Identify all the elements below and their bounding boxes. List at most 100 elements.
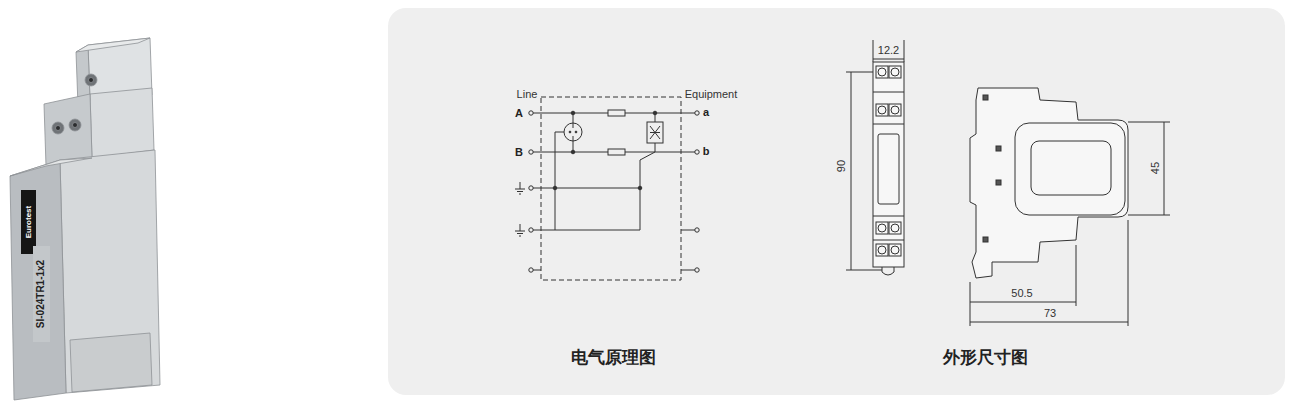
extension-line <box>970 282 971 326</box>
terminal-screw <box>878 224 886 232</box>
housing-edge <box>873 216 904 217</box>
terminal-square <box>889 222 901 234</box>
housing-edge <box>873 240 904 241</box>
terminal-screw <box>69 119 81 131</box>
window <box>878 134 899 204</box>
terminal-square <box>889 244 901 256</box>
pin-name: B <box>515 146 523 159</box>
dimension-value: 45 <box>1149 162 1162 174</box>
terminal-square <box>876 104 888 116</box>
dimension-value: 12.2 <box>878 44 899 57</box>
dimension-line <box>1164 122 1165 215</box>
terminal-square <box>876 222 888 234</box>
body-front <box>10 160 66 400</box>
wire <box>640 152 655 160</box>
side-label: Line <box>517 88 538 101</box>
panel <box>388 8 1285 395</box>
marker-square <box>996 180 1001 185</box>
side-view <box>970 88 1170 326</box>
marker-square <box>983 95 988 100</box>
terminal <box>695 150 699 154</box>
wire <box>533 230 640 231</box>
window <box>1031 141 1111 195</box>
terminal-square <box>876 244 888 256</box>
terminal <box>529 268 533 272</box>
dimension-value: 73 <box>1044 307 1056 320</box>
terminal-step-front <box>44 94 92 166</box>
housing-front <box>873 62 904 267</box>
dimension-line <box>970 322 1128 323</box>
brand-logo: Eurotest <box>24 206 33 238</box>
body-side <box>60 150 160 393</box>
terminal-screw <box>891 224 899 232</box>
model-number: SI-024TR1-1x2 <box>35 260 47 328</box>
front-cover <box>1015 123 1125 215</box>
pin-name: A <box>515 107 523 120</box>
terminal <box>529 186 533 190</box>
gdt-dot <box>569 131 571 133</box>
dimension-line <box>970 302 1076 303</box>
gdt-electrode <box>573 136 574 141</box>
terminal-screw <box>52 122 64 134</box>
terminal-step-side <box>90 88 154 158</box>
terminal-screw <box>891 106 899 114</box>
junction-dot <box>571 150 575 154</box>
dimension-line <box>873 59 904 60</box>
terminal <box>695 111 699 115</box>
tvs-diode-symbol <box>650 126 660 139</box>
ground-symbol <box>515 224 525 236</box>
terminal-square <box>889 66 901 78</box>
pin-name: b <box>703 145 710 158</box>
terminal-screw <box>891 68 899 76</box>
junction-dot <box>638 186 642 190</box>
gdt-dot <box>575 131 577 133</box>
front-view <box>846 40 904 275</box>
dimension-value: 90 <box>835 160 848 172</box>
wire <box>681 230 695 231</box>
wire <box>555 132 556 230</box>
terminal-screw <box>878 68 886 76</box>
terminal <box>529 111 533 115</box>
logo-plate <box>21 190 36 254</box>
gdt-electrode <box>573 123 574 128</box>
housing-profile <box>970 88 1128 278</box>
extension-line <box>1128 220 1129 326</box>
terminal-screw <box>85 74 97 86</box>
wire <box>533 188 640 189</box>
wire <box>640 160 641 230</box>
resistor-symbol <box>608 110 625 116</box>
body-top <box>10 158 92 176</box>
pin-name: a <box>703 106 709 119</box>
wire <box>555 132 564 133</box>
housing-edge <box>873 124 904 125</box>
release-hook <box>882 267 894 275</box>
label-sticker <box>33 246 50 342</box>
junction-dot <box>571 111 575 115</box>
marker-square <box>983 237 988 242</box>
terminal <box>529 150 533 154</box>
circuit-schematic <box>515 97 699 280</box>
dimension-value: 50.5 <box>1011 287 1032 300</box>
figure-caption: 电气原理图 <box>571 348 656 368</box>
side-label: Equipment <box>685 88 738 101</box>
terminal-screw <box>89 78 94 83</box>
top-module-top <box>76 38 150 52</box>
tvs-diode-symbol <box>650 132 660 133</box>
terminal-screw <box>73 123 78 128</box>
terminal-square <box>889 104 901 116</box>
marker-square <box>996 146 1001 151</box>
housing-edge <box>873 92 904 93</box>
figure-caption: 外形尺寸图 <box>943 348 1028 368</box>
extension-line <box>846 72 873 73</box>
terminal <box>695 228 699 232</box>
terminal-square <box>876 66 888 78</box>
wire <box>681 270 695 271</box>
wire <box>533 270 541 271</box>
tvs-diode-symbol <box>650 126 660 139</box>
ground-symbol <box>515 182 525 194</box>
resistor-symbol <box>608 149 625 155</box>
terminal-screw <box>891 246 899 254</box>
device-photo <box>10 38 160 400</box>
gas-discharge-tube <box>564 123 582 141</box>
